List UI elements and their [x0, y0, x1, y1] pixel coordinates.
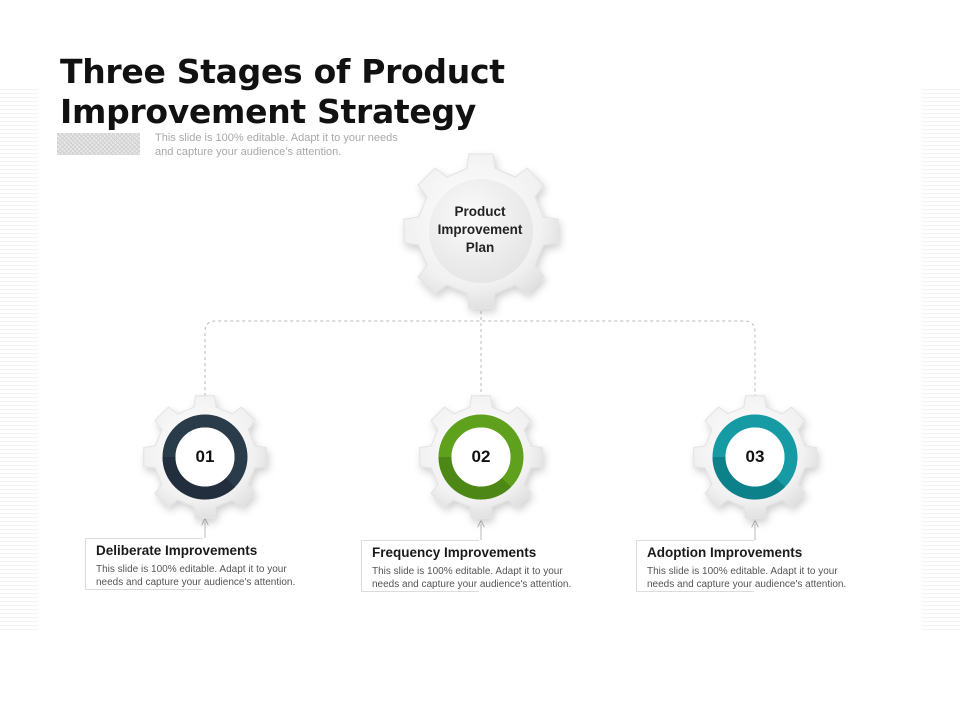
center-gear-hub	[429, 179, 533, 283]
subtitle-line-2: and capture your audience’s attention.	[155, 146, 342, 158]
slide-title: Three Stages of Product Improvement Stra…	[60, 52, 505, 132]
stage-3-text-line-2: needs and capture your audience's attent…	[647, 579, 847, 590]
center-label-line-1: Product	[454, 204, 506, 219]
title-line-1: Three Stages of Product	[60, 52, 505, 91]
connector-horizontal	[204, 320, 756, 408]
stage-description-3: This slide is 100% editable. Adapt it to…	[647, 565, 877, 591]
center-label-line-2: Improvement	[437, 222, 523, 237]
stage-2-text-line-1: This slide is 100% editable. Adapt it to…	[372, 566, 563, 577]
stage-gear-2	[419, 395, 543, 519]
stage-gear-3	[693, 395, 817, 519]
right-decorative-pattern	[922, 88, 960, 630]
stage-gear-1	[143, 395, 267, 519]
stage-title-3: Adoption Improvements	[647, 545, 803, 560]
stage-1-text-line-1: This slide is 100% editable. Adapt it to…	[96, 564, 287, 575]
stage-description-2: This slide is 100% editable. Adapt it to…	[372, 565, 602, 591]
center-gear-label: Product Improvement Plan	[420, 203, 540, 257]
card-arrows	[205, 522, 755, 540]
stage-ring-1-shade	[162, 456, 236, 500]
slide-subtitle: This slide is 100% editable. Adapt it to…	[155, 131, 435, 159]
stage-card-3: Adoption Improvements This slide is 100%…	[636, 540, 876, 592]
center-gear	[403, 153, 559, 309]
stage-3-text-line-1: This slide is 100% editable. Adapt it to…	[647, 566, 838, 577]
stage-title-1: Deliberate Improvements	[96, 543, 258, 558]
stage-number-3: 03	[745, 447, 765, 466]
subtitle-pattern-block	[57, 133, 140, 155]
stage-title-2: Frequency Improvements	[372, 545, 537, 560]
connector-lines	[204, 305, 756, 408]
stage-number-2: 02	[471, 447, 491, 466]
stage-ring-2-shade	[438, 456, 512, 500]
card-bracket	[636, 540, 754, 592]
stage-2-text-line-2: needs and capture your audience's attent…	[372, 579, 572, 590]
stage-card-2: Frequency Improvements This slide is 100…	[361, 540, 601, 592]
stage-description-1: This slide is 100% editable. Adapt it to…	[96, 563, 326, 589]
title-line-2: Improvement Strategy	[60, 92, 477, 131]
card-bracket	[361, 540, 479, 592]
stage-ring-3-shade	[712, 456, 786, 500]
center-label-line-3: Plan	[465, 240, 495, 255]
stage-1-text-line-2: needs and capture your audience's attent…	[96, 577, 296, 588]
card-bracket	[85, 538, 203, 590]
stage-number-1: 01	[195, 447, 215, 466]
stage-card-1: Deliberate Improvements This slide is 10…	[85, 538, 325, 590]
left-decorative-pattern	[0, 88, 38, 630]
subtitle-line-1: This slide is 100% editable. Adapt it to…	[155, 132, 398, 144]
